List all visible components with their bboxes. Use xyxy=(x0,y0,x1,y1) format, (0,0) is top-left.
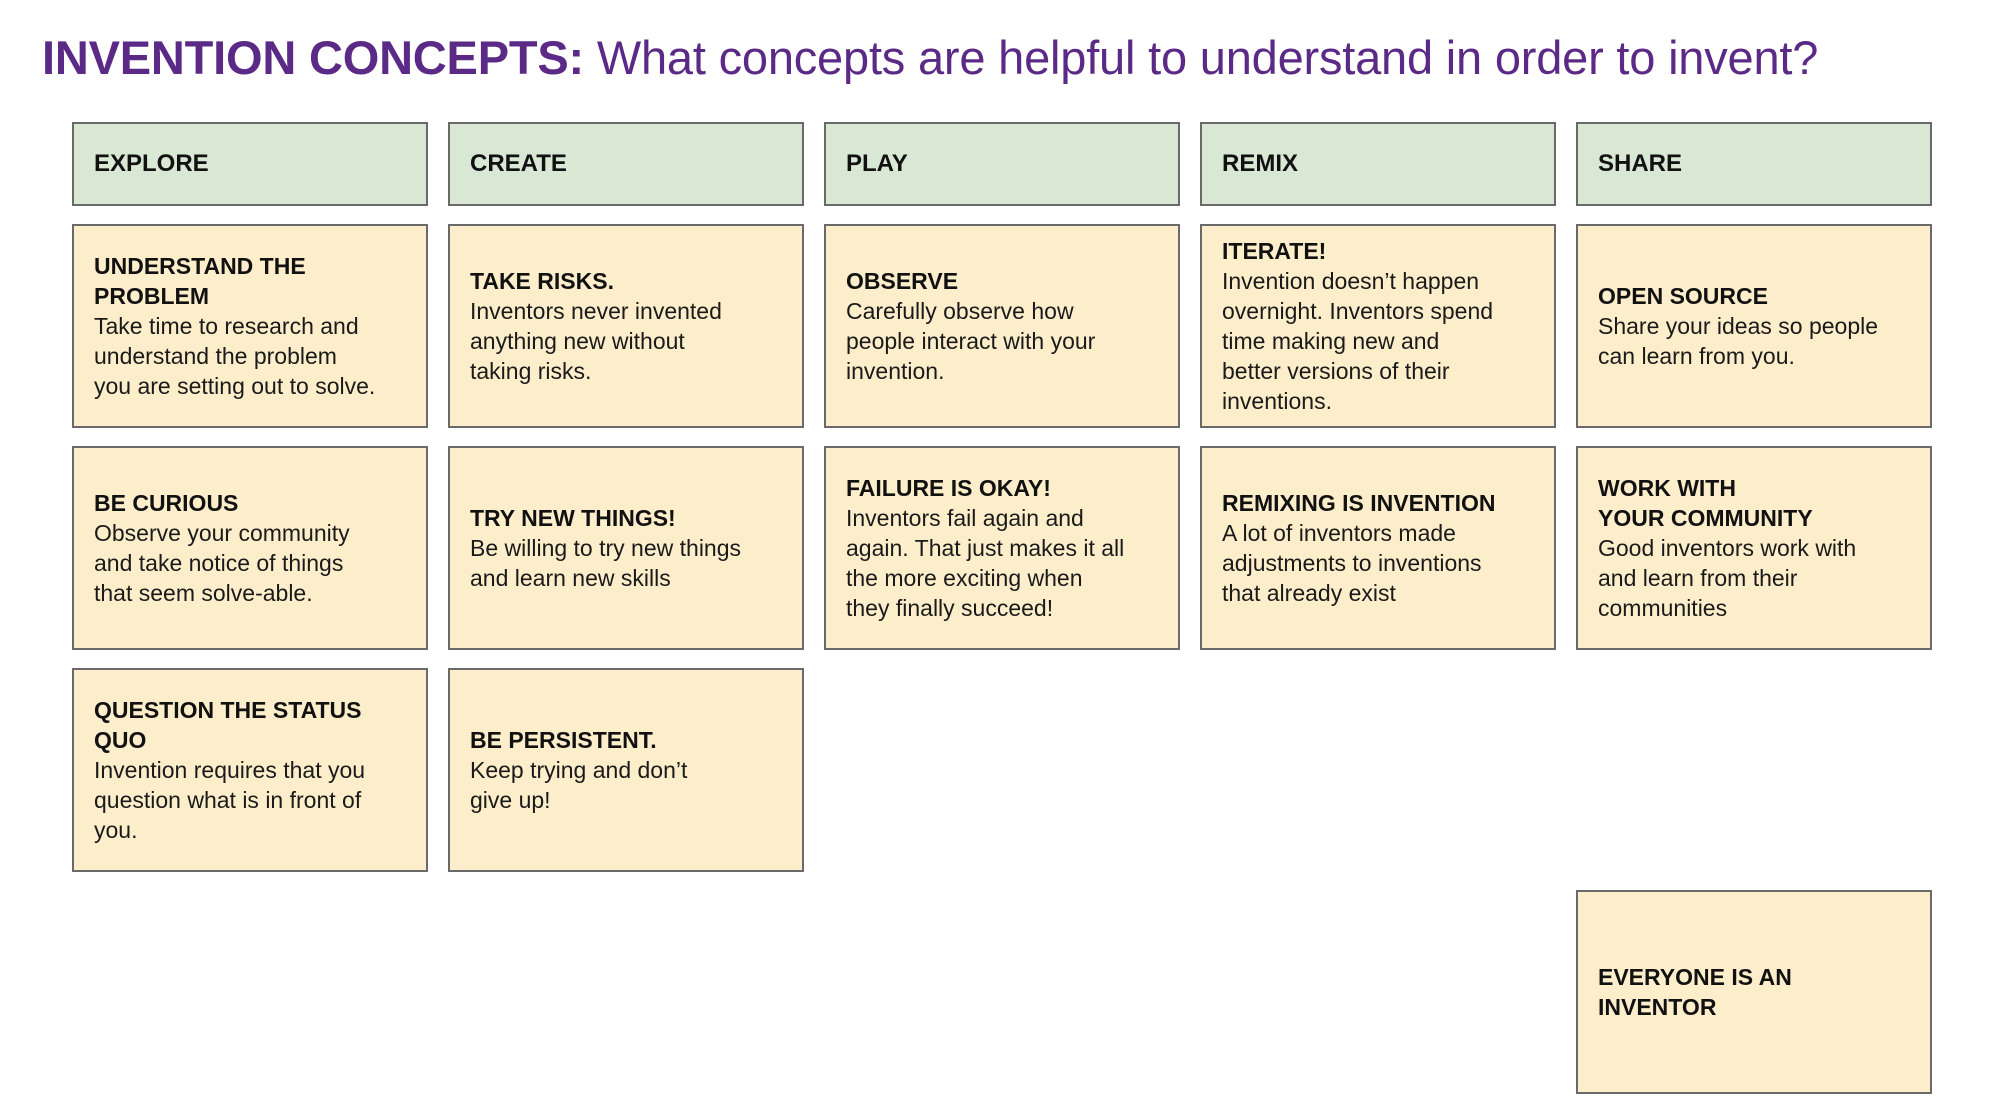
card-title: BE PERSISTENT. xyxy=(470,727,657,753)
page-title-bold: INVENTION CONCEPTS: xyxy=(42,31,584,84)
card-body: Inventors never invented anything new wi… xyxy=(470,298,722,384)
card-body: Observe your community and take notice o… xyxy=(94,520,350,606)
card-work-with-your-community: WORK WITH YOUR COMMUNITY Good inventors … xyxy=(1576,446,1932,650)
column-header-remix: REMIX xyxy=(1200,122,1556,206)
card-title: QUESTION THE STATUS QUO xyxy=(94,697,362,753)
card-body: Take time to research and understand the… xyxy=(94,313,376,399)
page-title: INVENTION CONCEPTS: What concepts are he… xyxy=(42,30,1818,85)
card-title: UNDERSTAND THE PROBLEM xyxy=(94,253,306,309)
card-title: TRY NEW THINGS! xyxy=(470,505,676,531)
concept-board: EXPLORE CREATE PLAY REMIX SHARE UNDERSTA… xyxy=(72,122,1932,1094)
card-title: WORK WITH YOUR COMMUNITY xyxy=(1598,475,1813,531)
card-everyone-is-an-inventor: EVERYONE IS AN INVENTOR xyxy=(1576,890,1932,1094)
card-question-the-status-quo: QUESTION THE STATUS QUO Invention requir… xyxy=(72,668,428,872)
card-body: Invention requires that you question wha… xyxy=(94,757,366,843)
card-body: Good inventors work with and learn from … xyxy=(1598,535,1857,621)
card-title: BE CURIOUS xyxy=(94,490,239,516)
card-body: Invention doesn’t happen overnight. Inve… xyxy=(1222,268,1494,414)
card-be-curious: BE CURIOUS Observe your community and ta… xyxy=(72,446,428,650)
card-understand-the-problem: UNDERSTAND THE PROBLEM Take time to rese… xyxy=(72,224,428,428)
card-body: Carefully observe how people interact wi… xyxy=(846,298,1096,384)
card-title: EVERYONE IS AN INVENTOR xyxy=(1598,964,1792,1020)
card-title: REMIXING IS INVENTION xyxy=(1222,490,1496,516)
card-title: OPEN SOURCE xyxy=(1598,283,1768,309)
card-title: FAILURE IS OKAY! xyxy=(846,475,1051,501)
card-title: OBSERVE xyxy=(846,268,959,294)
card-body: Inventors fail again and again. That jus… xyxy=(846,505,1125,621)
column-header-play: PLAY xyxy=(824,122,1180,206)
card-try-new-things: TRY NEW THINGS! Be willing to try new th… xyxy=(448,446,804,650)
card-failure-is-okay: FAILURE IS OKAY! Inventors fail again an… xyxy=(824,446,1180,650)
card-remixing-is-invention: REMIXING IS INVENTION A lot of inventors… xyxy=(1200,446,1556,650)
card-title: TAKE RISKS. xyxy=(470,268,614,294)
card-be-persistent: BE PERSISTENT. Keep trying and don’t giv… xyxy=(448,668,804,872)
card-body: Share your ideas so people can learn fro… xyxy=(1598,313,1879,369)
card-body: A lot of inventors made adjustments to i… xyxy=(1222,520,1482,606)
card-body: Be willing to try new things and learn n… xyxy=(470,535,742,591)
card-open-source: OPEN SOURCE Share your ideas so people c… xyxy=(1576,224,1932,428)
card-take-risks: TAKE RISKS. Inventors never invented any… xyxy=(448,224,804,428)
card-observe: OBSERVE Carefully observe how people int… xyxy=(824,224,1180,428)
card-iterate: ITERATE! Invention doesn’t happen overni… xyxy=(1200,224,1556,428)
column-header-create: CREATE xyxy=(448,122,804,206)
column-header-share: SHARE xyxy=(1576,122,1932,206)
card-title: ITERATE! xyxy=(1222,238,1327,264)
page-title-question: What concepts are helpful to understand … xyxy=(583,31,1819,84)
card-body: Keep trying and don’t give up! xyxy=(470,757,688,813)
column-header-explore: EXPLORE xyxy=(72,122,428,206)
